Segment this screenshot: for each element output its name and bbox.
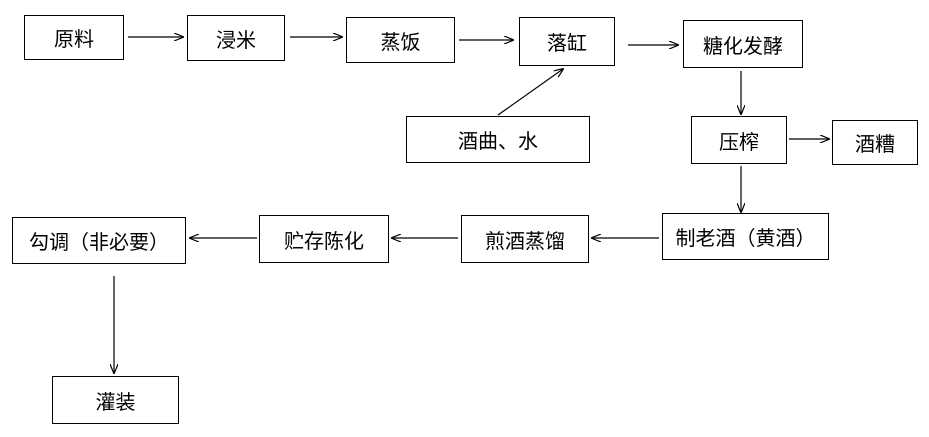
node-soak-rice: 浸米	[187, 15, 285, 61]
node-store-age: 贮存陈化	[259, 215, 389, 263]
node-boil-distill: 煎酒蒸馏	[461, 215, 589, 263]
node-raw-material: 原料	[24, 15, 124, 60]
node-bottle: 灌装	[52, 376, 179, 424]
node-blend: 勾调（非必要）	[12, 217, 186, 264]
node-lees: 酒糟	[832, 120, 918, 165]
node-into-vat: 落缸	[519, 17, 615, 66]
arrow-qu-to-vat	[497, 69, 563, 116]
node-saccharify-ferment: 糖化发酵	[683, 20, 803, 68]
node-make-aged-wine: 制老酒（黄酒）	[662, 213, 829, 260]
node-press: 压榨	[691, 116, 787, 164]
node-steam-rice: 蒸饭	[346, 17, 455, 63]
node-qu-water: 酒曲、水	[406, 116, 590, 163]
